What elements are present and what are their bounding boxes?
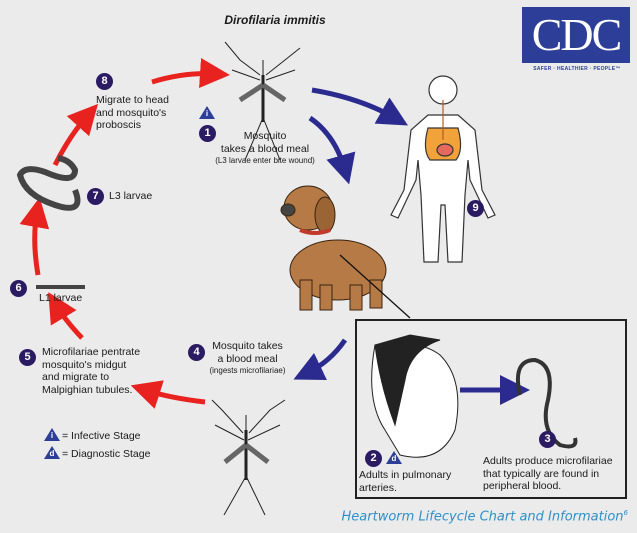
- stage-number-4: 4: [188, 344, 205, 361]
- stage-number-8: 8: [96, 73, 113, 90]
- stage-number-3: 3: [539, 431, 556, 448]
- stage-4-text: Mosquito takes a blood meal (ingests mic…: [200, 340, 295, 378]
- infective-stage-icon: i: [199, 106, 215, 119]
- arrow-dog-to-4: [293, 338, 348, 381]
- text-note: (L3 larvae enter bite wound): [215, 156, 315, 165]
- stage-1-text: Mosquito takes a blood meal (L3 larvae e…: [205, 130, 325, 168]
- infective-stage-icon: i: [44, 428, 60, 441]
- diagnostic-stage-icon: d: [386, 451, 402, 464]
- text-line: Adults in pulmonary: [359, 469, 452, 481]
- stage-number-5: 5: [19, 349, 36, 366]
- text-note: (ingests microfilariae): [209, 366, 286, 375]
- text-line: Malpighian tubules.: [42, 383, 133, 396]
- stage-number-7: 7: [87, 188, 104, 205]
- arrow-8-to-1: [151, 58, 230, 88]
- legend-infective-label: = Infective Stage: [62, 430, 141, 442]
- caption-link[interactable]: Heartworm Lifecycle Chart and Informatio…: [342, 509, 628, 524]
- diagnostic-stage-icon: d: [44, 446, 60, 459]
- arrow-6-to-7: [19, 197, 50, 276]
- stage-8-text: Migrate to head and mosquito's proboscis: [96, 94, 169, 132]
- dog-icon: [280, 185, 387, 311]
- microfilaria-icon: [515, 357, 578, 449]
- text-line: and mosquito's: [96, 106, 167, 119]
- arrow-5-to-6: [48, 292, 84, 340]
- mosquito-icon: [211, 399, 286, 516]
- blue-arrows: [293, 87, 530, 405]
- heart-with-worms-icon: [371, 334, 459, 458]
- stage-7-text: L3 larvae: [109, 190, 153, 202]
- text-line: takes a blood meal: [220, 142, 310, 155]
- mosquito-icon: [224, 41, 301, 161]
- cdc-logo: CDC: [522, 7, 630, 63]
- stage-3-text: Adults produce microfilariae that typica…: [483, 455, 613, 493]
- text-line: proboscis: [96, 119, 141, 131]
- diagnostic-symbol: d: [391, 454, 397, 463]
- infective-symbol: i: [50, 431, 54, 440]
- red-arrows: [19, 58, 230, 409]
- stage-number-6: 6: [10, 280, 27, 297]
- arrow-1-to-dog: [308, 115, 356, 185]
- text-line: Mosquito takes: [212, 340, 283, 352]
- text-line: that typically are found in: [483, 467, 600, 480]
- stage-number-9: 9: [467, 200, 484, 217]
- stage-number-2: 2: [365, 450, 382, 467]
- cdc-tagline: SAFER · HEALTHIER · PEOPLE™: [533, 66, 621, 72]
- text-line: Microfilariae pentrate: [42, 346, 141, 358]
- arrow-7-to-8: [52, 103, 99, 167]
- legend-diagnostic-label: = Diagnostic Stage: [62, 448, 151, 460]
- text-line: mosquito's midgut: [42, 358, 127, 371]
- stage-2-text: Adults in pulmonary arteries.: [359, 469, 451, 494]
- text-line: and migrate to: [42, 371, 110, 383]
- text-line: Mosquito: [243, 130, 287, 142]
- arrow-1-to-human: [311, 87, 409, 126]
- inset-box: [355, 319, 627, 499]
- arrow-4-to-5: [130, 380, 206, 409]
- infective-symbol: i: [205, 109, 209, 118]
- text-line: Migrate to head: [96, 94, 169, 106]
- diagnostic-symbol: d: [49, 449, 55, 458]
- text-line: a blood meal: [217, 352, 278, 365]
- text-line: arteries.: [359, 481, 397, 494]
- stage-6-text: L1 larvae: [39, 292, 83, 304]
- human-figure-icon: [390, 75, 496, 263]
- text-line: Adults produce microfilariae: [483, 455, 613, 467]
- stage-5-text: Microfilariae pentrate mosquito's midgut…: [42, 346, 140, 396]
- stage-number-1: 1: [199, 125, 216, 142]
- text-line: peripheral blood.: [483, 480, 562, 492]
- caption-text[interactable]: Heartworm Lifecycle Chart and Informatio…: [341, 509, 624, 525]
- diagram-title: Dirofilaria immitis: [224, 13, 326, 27]
- caption-footnote: 6: [623, 509, 628, 517]
- l3-larva-icon: [16, 155, 81, 211]
